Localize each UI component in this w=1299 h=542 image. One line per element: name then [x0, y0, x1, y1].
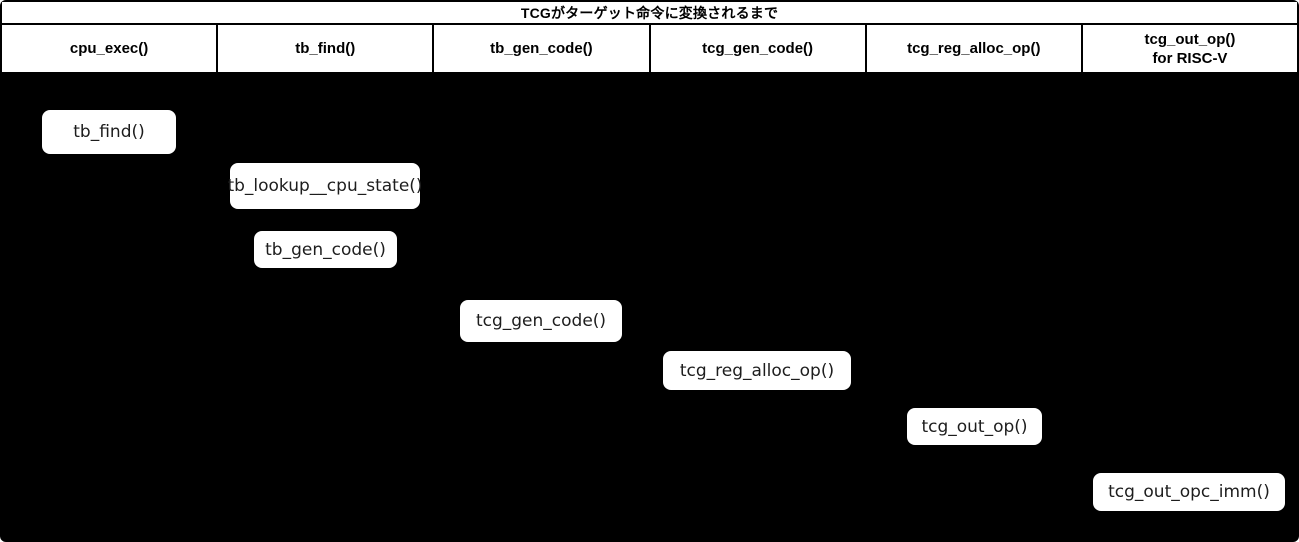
call-box-tcg-out-op: tcg_out_op() [907, 408, 1042, 445]
call-box-tcg-reg-alloc-op: tcg_reg_alloc_op() [663, 351, 851, 390]
column-header-tb-find: tb_find() [218, 25, 435, 72]
call-box-label: tcg_gen_code() [475, 311, 607, 331]
call-box-label: tcg_out_op() [921, 416, 1028, 437]
column-header-label: tcg_reg_alloc_op() [907, 40, 1041, 57]
call-box-tb-find: tb_find() [42, 110, 176, 154]
call-box-label: tb_lookup__cpu_state() [227, 176, 423, 196]
column-header-label: cpu_exec() [69, 40, 149, 57]
call-box-tcg-gen-code: tcg_gen_code() [460, 300, 622, 342]
diagram-header-table: TCGがターゲット命令に変換されるまで cpu_exec() tb_find()… [0, 0, 1299, 75]
call-box-tcg-out-opc-imm: tcg_out_opc_imm() [1093, 473, 1285, 511]
diagram-title: TCGがターゲット命令に変換されるまで [2, 2, 1297, 25]
call-box-label: tcg_reg_alloc_op() [679, 360, 835, 381]
column-header-label: tb_find() [295, 40, 356, 57]
column-header-tb-gen-code: tb_gen_code() [434, 25, 651, 72]
column-header-sublabel: for RISC-V [1152, 49, 1228, 67]
call-box-label: tcg_out_opc_imm() [1108, 482, 1270, 502]
column-header-label: tb_gen_code() [490, 40, 593, 57]
column-header-label: tcg_out_op() [1144, 30, 1236, 48]
column-header-label: tcg_gen_code() [702, 40, 814, 57]
call-box-tb-gen-code: tb_gen_code() [254, 231, 397, 268]
column-header-cpu-exec: cpu_exec() [2, 25, 219, 72]
call-box-label: tb_find() [73, 122, 145, 142]
call-box-label: tb_gen_code() [265, 239, 386, 260]
column-header-tcg-out-op: tcg_out_op() for RISC-V [1083, 25, 1297, 72]
column-header-row: cpu_exec() tb_find() tb_gen_code() tcg_g… [2, 25, 1297, 72]
column-header-tcg-reg-alloc-op: tcg_reg_alloc_op() [867, 25, 1083, 72]
column-header-tcg-gen-code: tcg_gen_code() [651, 25, 867, 72]
call-box-tb-lookup-cpu-state: tb_lookup__cpu_state() [227, 163, 423, 209]
